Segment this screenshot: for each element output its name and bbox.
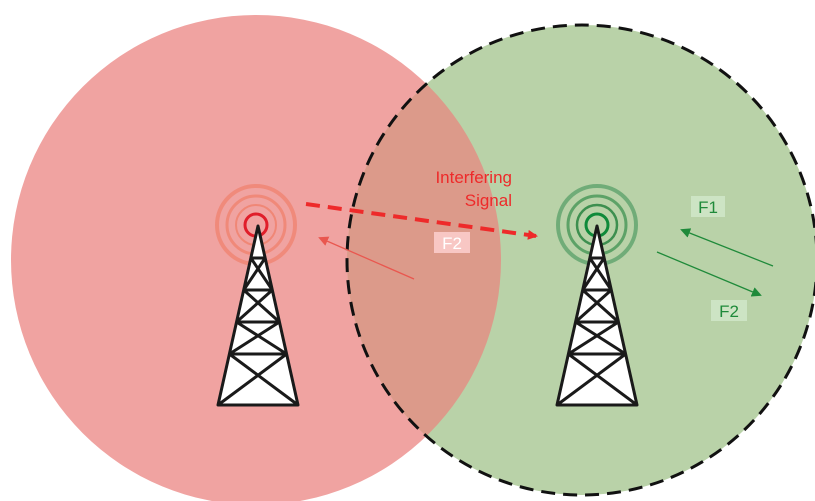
right-f1-arrow: [680, 228, 774, 267]
left-cell-tower-icon: [216, 224, 300, 407]
right-f2-arrow: [656, 251, 762, 297]
interfering-label-line1: Interfering: [435, 168, 512, 187]
right-f1-label-bg: [691, 196, 725, 217]
interfering-label-line2: Signal: [465, 191, 512, 210]
left-f2-label: F2: [442, 234, 462, 253]
tower-lattice: [555, 224, 639, 407]
interfering-signal-arrow: [305, 202, 538, 240]
right-cell-tower-icon: [555, 224, 639, 407]
right-f1-label: F1: [698, 198, 718, 217]
right-f2-label-bg: [711, 300, 747, 321]
left-f2-arrow: [318, 236, 415, 280]
tower-lattice: [216, 224, 300, 407]
left-f2-label-bg: [434, 232, 470, 253]
right-cell-boundary: [345, 23, 815, 497]
right-f2-label: F2: [719, 302, 739, 321]
